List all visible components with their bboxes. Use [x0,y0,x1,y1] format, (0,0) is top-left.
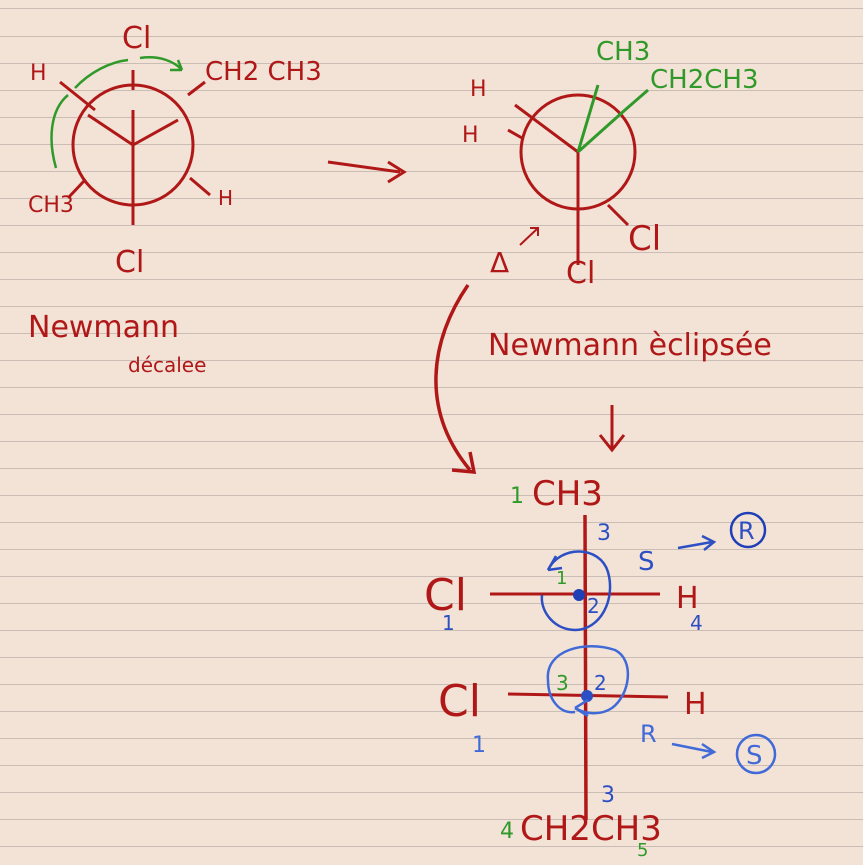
stag-top-label: Cl [122,21,151,56]
top-priority-num: 1 [510,484,524,509]
down-arrow [598,405,626,453]
stag-bottom-right-label: H [218,186,233,210]
rotation-arrow-left [50,94,69,169]
ecl-delta-symbol: Δ [490,246,509,279]
stag-caption-title: Newmann [28,310,179,345]
bottom-priority-num: 4 [500,819,514,844]
c2-result-label: R [738,517,755,545]
fischer-projection: 1 CH3 Cl H 1 4 3 2 1 S R Cl H 1 2 3 3 R … [424,474,777,861]
stag-top-left-label: H [30,61,47,86]
ecl-left-top-label: H [470,77,487,102]
staggered-newman-projection: Cl H CH2 CH3 CH3 H Cl Newmann décalee [28,21,322,377]
top-group: CH3 [532,474,603,514]
c3-rotation-arrowhead [574,698,589,718]
ecl-bottom-label: Cl [566,256,595,291]
c3-left-group: Cl [438,676,481,727]
c3-result-label: S [746,741,763,771]
small-arrow [519,227,539,246]
c2-stereocenter-dot [573,589,585,601]
stag-bottom-label: Cl [115,245,144,280]
curved-arrow-to-fischer [434,284,477,474]
front-bonds [87,110,135,225]
eclipsed-bonds-green [576,84,649,154]
c2-result-arrow [677,534,717,551]
c2-left-group: Cl [424,570,467,621]
c2-result-circle [729,511,767,549]
ecl-green-top-label: CH3 [596,37,650,67]
back-bonds [59,70,211,200]
c3-right-group: H [684,687,707,722]
ecl-green-right-label: CH2CH3 [650,65,759,95]
c3-result-circle [735,733,777,775]
eclipsed-newman-projection: CH3 CH2CH3 H H Cl Cl Δ Newmann èclipsée [462,37,772,363]
c2-rotation-arrowhead [546,555,563,572]
c2-rotation-label: S [638,547,655,577]
c2-right-group: H [676,581,699,616]
c2-right-priority: 4 [690,611,703,635]
c2-green-priority: 1 [556,568,567,589]
c3-stereocenter-dot [581,690,593,702]
c3-left-priority: 1 [472,733,486,758]
bottom-sub-num: 5 [637,840,648,861]
c2-left-priority: 1 [442,611,455,635]
ecl-right-bottom-label: Cl [628,219,661,259]
c2-rotation-circle [540,550,612,632]
rotation-arc [74,58,129,89]
rotation-arrow-top [139,56,184,72]
c2-top-priority: 3 [597,521,611,546]
c3-rotation-circle [546,645,630,715]
c3-result-arrow [671,742,717,760]
bottom-group: CH2CH3 [520,809,662,849]
stag-caption-sub: décalee [128,353,206,377]
conversion-arrow [327,160,407,184]
c3-center-priority: 2 [594,671,607,695]
c3-rotation-label: R [640,720,657,748]
fischer-vertical-bond [583,514,588,821]
eclipsed-bonds-red [507,103,630,265]
ecl-caption: Newmann èclipsée [488,328,772,363]
stag-bottom-left-label: CH3 [28,193,74,218]
c2-center-priority: 2 [587,594,600,618]
stag-top-right-label: CH2 CH3 [205,57,322,87]
ecl-left-mid-label: H [462,123,479,148]
c3-rotation-arc [546,679,576,714]
c3-green-priority: 3 [556,671,569,695]
c3-bottom-priority: 3 [601,783,615,808]
